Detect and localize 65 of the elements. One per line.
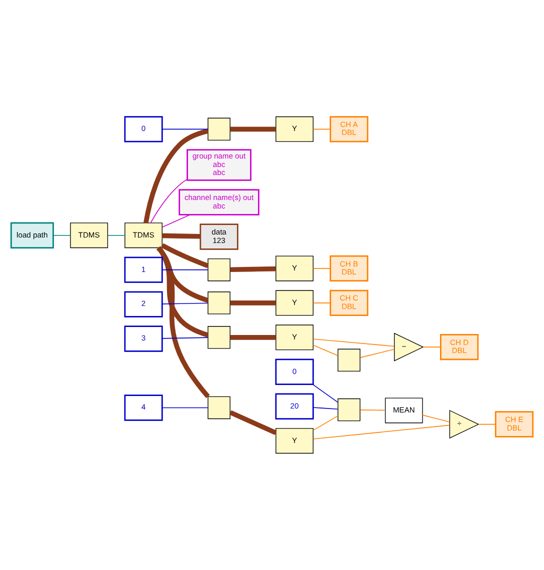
node-box: Y	[276, 256, 314, 282]
node-box: CH B DBL	[330, 255, 368, 282]
connector	[162, 214, 190, 228]
connector	[312, 416, 338, 431]
connector	[107, 234, 126, 236]
node-box: data 123	[200, 224, 238, 250]
connector	[360, 348, 395, 358]
connector	[422, 346, 441, 348]
connector	[162, 233, 200, 239]
node-box: Y	[276, 324, 314, 350]
connector	[312, 407, 338, 410]
node-box: TDMS	[124, 222, 162, 248]
connector	[360, 410, 386, 411]
node-box: channel name(s) out abc	[178, 189, 260, 216]
connector	[229, 410, 277, 435]
connector	[150, 178, 188, 224]
connector	[312, 128, 331, 130]
node-box: CH C DBL	[330, 290, 368, 316]
node-box: load path	[10, 222, 54, 248]
connector	[156, 246, 209, 303]
connector	[312, 344, 338, 356]
connector	[478, 424, 496, 425]
connector	[230, 300, 276, 306]
connector	[162, 407, 208, 408]
connector	[162, 337, 208, 339]
connector	[157, 246, 210, 398]
connector	[312, 338, 394, 347]
node-box: 4	[124, 394, 163, 421]
connector	[312, 302, 331, 304]
connector	[230, 335, 276, 340]
node-box	[338, 348, 360, 372]
node-box: 3	[124, 326, 163, 352]
connector	[162, 269, 208, 270]
node-box: 1	[124, 256, 163, 283]
connector	[422, 414, 450, 422]
connector	[161, 243, 209, 268]
node-box	[208, 326, 230, 349]
connector	[162, 128, 208, 130]
node-box: TDMS	[70, 222, 108, 248]
node-box: group name out abc abc	[186, 149, 252, 181]
node-box: 0	[124, 116, 163, 142]
connector	[156, 246, 209, 338]
node-box: Y	[276, 428, 314, 454]
connector	[312, 424, 450, 440]
node-box: CH A DBL	[330, 116, 368, 142]
node-box: Y	[276, 290, 314, 316]
connector	[230, 126, 276, 132]
node-box: MEAN	[384, 398, 423, 424]
node-box	[338, 398, 360, 422]
node-box	[208, 258, 230, 282]
connector	[162, 302, 208, 304]
node-box	[208, 292, 230, 314]
connector	[312, 384, 338, 403]
node-box: CH E DBL	[494, 411, 534, 438]
connector	[52, 234, 71, 236]
connector	[144, 128, 209, 224]
node-box: 2	[124, 291, 163, 318]
node-box: Y	[276, 116, 314, 142]
node-box: CH D DBL	[440, 334, 479, 360]
node-box: 0	[275, 358, 314, 385]
node-box: 20	[275, 393, 314, 420]
connector	[230, 266, 276, 272]
connector	[312, 268, 331, 269]
node-box	[208, 118, 230, 141]
node-box	[208, 396, 230, 420]
